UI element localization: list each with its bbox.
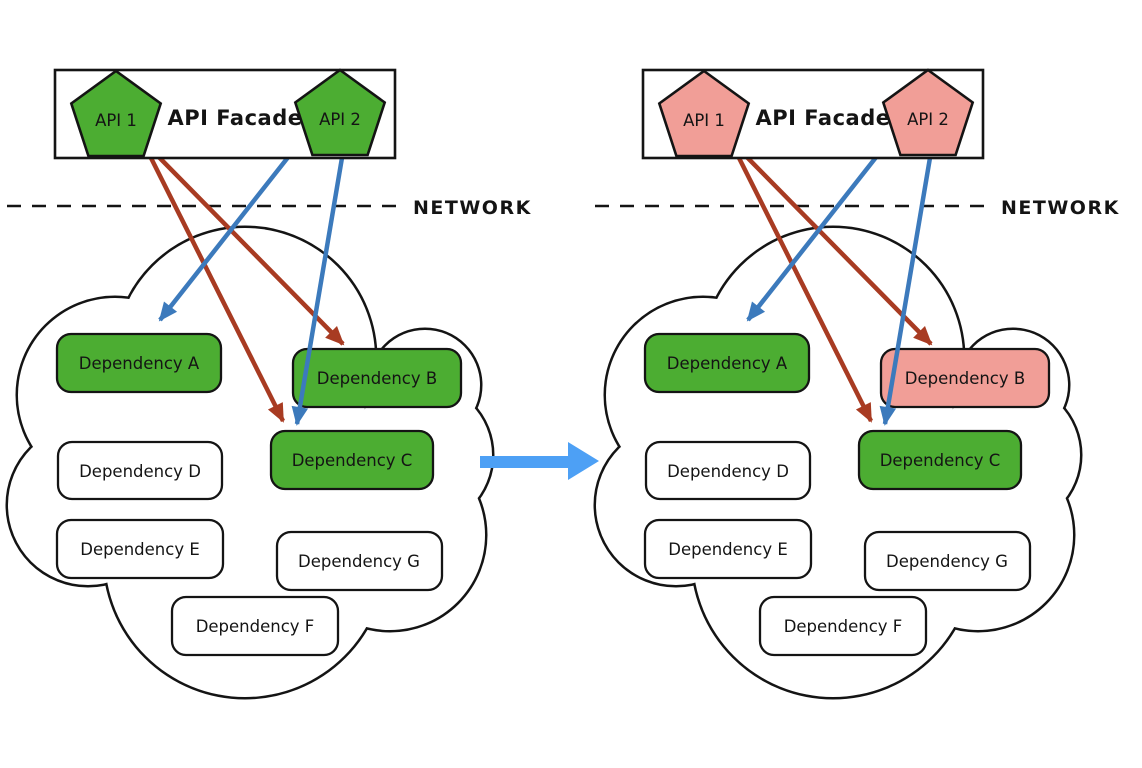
dependency-a-label: Dependency A — [79, 354, 200, 373]
dependency-d-box — [644, 440, 812, 501]
api2-pentagon — [293, 68, 387, 157]
dependency-c-label: Dependency C — [292, 451, 413, 470]
dependency-b-box — [291, 347, 463, 409]
arrow-api1-to-dependency-c — [141, 142, 286, 423]
dependency-d-label: Dependency D — [79, 462, 201, 481]
dependency-b-box — [879, 347, 1051, 409]
dependency-labels: Dependency A Dependency B Dependency C D… — [667, 354, 1025, 636]
connection-arrows — [729, 135, 936, 426]
arrow-api1-to-dependency-c — [729, 142, 874, 423]
arrow-api2-to-dependency-c — [879, 139, 936, 426]
dependency-e-box — [55, 518, 225, 580]
api1-pentagon — [657, 69, 751, 158]
api-facade-title: API Facade — [168, 106, 303, 130]
dependency-g-label: Dependency G — [886, 552, 1008, 571]
api2-label: API 2 — [319, 110, 361, 129]
connection-arrows — [141, 135, 348, 426]
dependency-boxes — [643, 332, 1051, 657]
dependency-f-label: Dependency F — [196, 617, 315, 636]
dependency-c-label: Dependency C — [880, 451, 1001, 470]
dependency-f-label: Dependency F — [784, 617, 903, 636]
dependency-e-label: Dependency E — [668, 540, 788, 559]
arrow-api2-to-dependency-c — [291, 139, 348, 426]
api2-pentagon — [881, 68, 975, 157]
dependency-c-box — [269, 429, 435, 491]
dependency-c-box — [857, 429, 1023, 491]
dependency-boxes — [55, 332, 463, 657]
dependency-labels: Dependency A Dependency B Dependency C D… — [79, 354, 437, 636]
dependency-f-box — [758, 595, 928, 657]
api1-label: API 1 — [683, 111, 725, 130]
dependency-e-box — [643, 518, 813, 580]
panel-before: NETWORK Dependency A Dependency B Depend… — [5, 68, 532, 700]
arrow-api2-to-dependency-a — [746, 135, 894, 322]
dependency-a-box — [643, 332, 811, 394]
transition-arrow-icon — [480, 442, 599, 480]
dependency-b-label: Dependency B — [905, 369, 1025, 388]
panel-after: NETWORK Dependency A Dependency B Depend… — [593, 68, 1120, 700]
dependency-g-label: Dependency G — [298, 552, 420, 571]
dependency-a-label: Dependency A — [667, 354, 788, 373]
dependency-a-box — [55, 332, 223, 394]
dependency-b-label: Dependency B — [317, 369, 437, 388]
dependency-d-box — [56, 440, 224, 501]
arrow-api1-to-dependency-b — [731, 141, 933, 346]
api-facade-title: API Facade — [756, 106, 891, 130]
arrow-api1-to-dependency-b — [143, 141, 345, 346]
api2-label: API 2 — [907, 110, 949, 129]
api1-pentagon — [69, 69, 163, 158]
network-label: NETWORK — [413, 197, 532, 219]
arrow-api2-to-dependency-a — [158, 135, 306, 322]
dependency-e-label: Dependency E — [80, 540, 200, 559]
dependency-d-label: Dependency D — [667, 462, 789, 481]
dependency-g-box — [863, 530, 1032, 592]
dependency-g-box — [275, 530, 444, 592]
network-label: NETWORK — [1001, 197, 1120, 219]
dependency-f-box — [170, 595, 340, 657]
api1-label: API 1 — [95, 111, 137, 130]
